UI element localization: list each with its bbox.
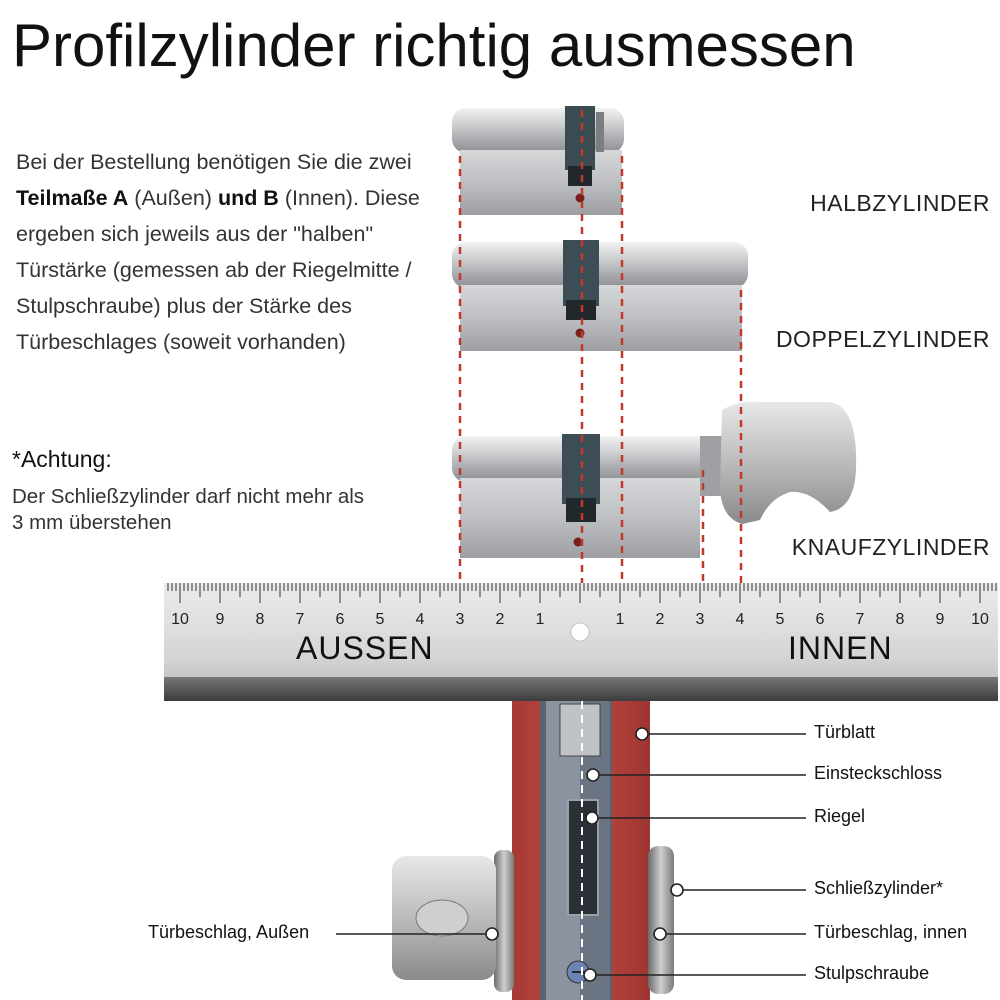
ruler-number-right: 5 <box>776 611 785 628</box>
halbzylinder-label: HALBZYLINDER <box>810 190 990 216</box>
ruler-number-left: 8 <box>256 611 265 628</box>
halbzylinder-image <box>452 106 624 215</box>
annotation-riegel: Riegel <box>814 806 866 826</box>
warning-title: *Achtung: <box>12 446 112 472</box>
ruler-number-right: 9 <box>936 611 945 628</box>
page-title: Profilzylinder richtig ausmessen <box>12 12 856 79</box>
intro-bold-und-b: und B <box>217 186 279 210</box>
ruler-number-right: 1 <box>616 611 625 628</box>
annotation-tuerblatt: Türblatt <box>814 722 876 742</box>
ruler-innen-label: INNEN <box>788 630 893 666</box>
ruler-number-right: 8 <box>896 611 905 628</box>
ruler-number-left: 5 <box>376 611 385 628</box>
ruler-number-left: 3 <box>456 611 465 628</box>
ruler-number-right: 4 <box>736 611 745 628</box>
doppelzylinder-label: DOPPELZYLINDER <box>775 326 990 352</box>
ruler: 10 9 8 7 6 5 4 3 2 1 1 2 3 4 5 6 7 8 9 10 <box>164 583 998 701</box>
warning-text: Der Schließzylinder darf nicht mehr als … <box>12 485 365 534</box>
ruler-number-left: 2 <box>496 611 505 628</box>
annotation-tuerbeschlag-aussen: Türbeschlag, Außen <box>148 922 310 942</box>
annotation-schliesszylinder: Schließzylinder* <box>814 878 944 898</box>
ruler-number-right: 6 <box>816 611 825 628</box>
annotation-stulpschraube: Stulpschraube <box>814 963 930 983</box>
knaufzylinder-label: KNAUFZYLINDER <box>791 534 990 560</box>
ruler-number-left: 9 <box>216 611 225 628</box>
ruler-number-left: 6 <box>336 611 345 628</box>
ruler-number-right: 7 <box>856 611 865 628</box>
annotation-tuerbeschlag-innen: Türbeschlag, innen <box>814 922 968 942</box>
ruler-number-left: 1 <box>536 611 545 628</box>
inner-hardware <box>648 846 674 994</box>
intro-part-3: (Innen). Diese ergeben sich jeweils aus … <box>16 186 420 354</box>
ruler-number-left: 4 <box>416 611 425 628</box>
intro-part-1: Bei der Bestellung benötigen Sie die zwe… <box>16 150 412 174</box>
doppelzylinder-image <box>452 240 748 351</box>
ruler-number-left: 10 <box>171 611 189 628</box>
ruler-number-right: 3 <box>696 611 705 628</box>
intro-text: Bei der Bestellung benötigen Sie die zwe… <box>16 144 436 360</box>
ruler-number-right: 10 <box>971 611 989 628</box>
annotation-lines <box>336 727 806 982</box>
ruler-aussen-label: AUSSEN <box>296 630 434 666</box>
intro-bold-teilmasse: Teilmaße A <box>16 186 129 210</box>
knaufzylinder-image <box>452 401 857 558</box>
outer-hardware <box>392 850 514 992</box>
ruler-number-right: 2 <box>656 611 665 628</box>
door-cross-section <box>512 701 650 1000</box>
annotation-einsteckschloss: Einsteckschloss <box>814 763 943 783</box>
intro-part-2: (Außen) <box>128 186 218 210</box>
ruler-number-left: 7 <box>296 611 305 628</box>
guide-lines <box>458 110 743 690</box>
